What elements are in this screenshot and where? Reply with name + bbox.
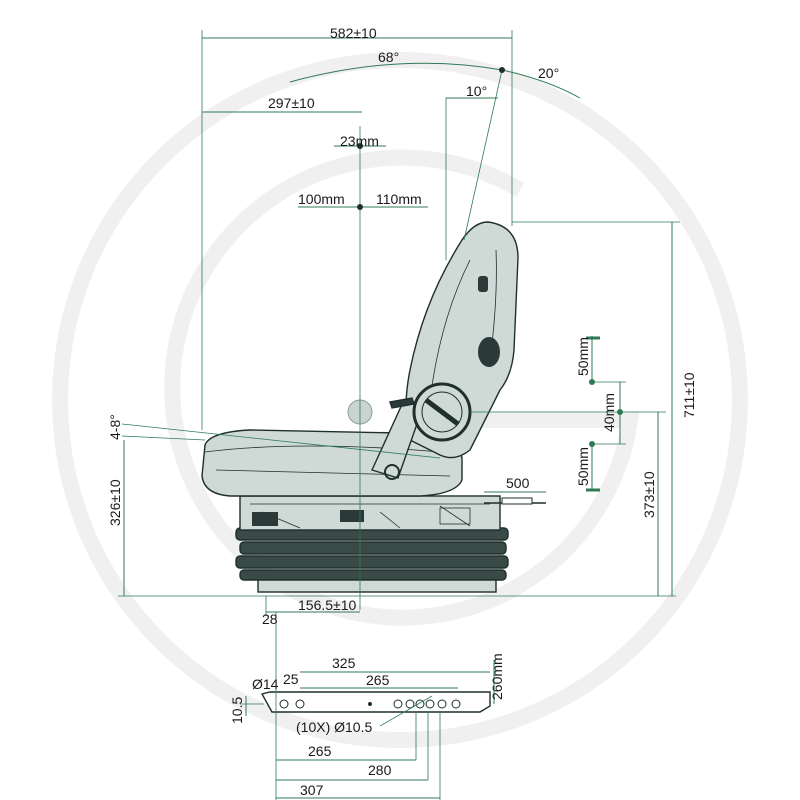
- label-spacing-3: 307: [300, 782, 324, 798]
- label-plate-thickness: 10.5: [229, 697, 245, 724]
- label-base-offset: 156.5±10: [298, 597, 357, 613]
- label-backrest-rear-angle: 10°: [466, 83, 487, 99]
- label-spacing-1: 265: [308, 743, 332, 759]
- dimension-labels: 582±10 68° 20° 10° 297±10 23mm 100mm 110…: [107, 25, 697, 798]
- label-lever-length: 500: [506, 475, 530, 491]
- watermark-logo: [52, 52, 748, 748]
- label-armrest-height: 373±10: [641, 471, 657, 518]
- label-base-total-width: 325: [332, 655, 356, 671]
- dimension-lines: [118, 30, 680, 616]
- label-seat-to-back-depth: 297±10: [268, 95, 315, 111]
- label-base-edge: 28: [262, 611, 278, 627]
- label-suspension-mid: 40mm: [601, 393, 617, 432]
- label-seat-height: 326±10: [107, 479, 123, 526]
- label-suspension-down: 50mm: [575, 447, 591, 486]
- lumbar-knob-icon: [478, 337, 500, 367]
- seat-frame: [239, 495, 501, 531]
- label-overall-depth: 582±10: [330, 25, 377, 41]
- suspension-bellows: [235, 527, 509, 593]
- label-backrest-adjust-angle: 68°: [378, 49, 399, 65]
- label-holes-note: (10X) Ø10.5: [296, 719, 372, 735]
- base-plate-view: [240, 612, 495, 800]
- label-backrest-forward-angle: 20°: [538, 65, 559, 81]
- label-fore-aft-rear: 110mm: [376, 191, 422, 207]
- label-hole-diameter: Ø14: [252, 676, 279, 692]
- label-edge-offset: 25: [283, 671, 299, 687]
- label-overall-height: 711±10: [681, 372, 697, 418]
- seat-side-view: [201, 221, 546, 593]
- label-suspension-up: 50mm: [575, 337, 591, 376]
- label-fore-aft-front: 100mm: [298, 191, 345, 207]
- label-seat-tilt: 4-8°: [107, 414, 123, 440]
- label-base-inner-spacing: 265: [366, 672, 390, 688]
- label-spacing-2: 280: [368, 762, 392, 778]
- label-lumbar-adjust: 23mm: [340, 133, 379, 149]
- label-plate-depth: 260mm: [489, 653, 505, 700]
